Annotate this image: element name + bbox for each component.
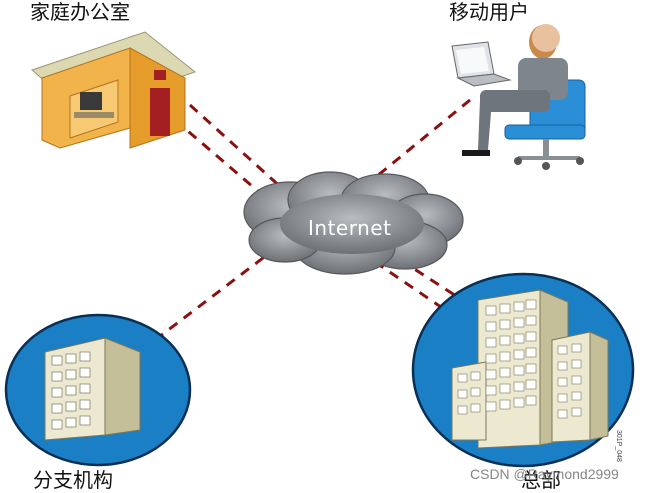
internet-cloud-icon — [243, 171, 464, 275]
figure-code: 301P_048 — [615, 430, 622, 462]
home-office-label: 家庭办公室 — [30, 0, 130, 24]
link-mobile — [359, 98, 471, 192]
internet-label: Internet — [308, 216, 392, 240]
headquarters-label: 总部 — [521, 468, 561, 492]
watermark-text: CSDN @Raymond2999 — [470, 466, 619, 482]
mobile-user-icon — [451, 24, 586, 170]
headquarters-icon — [411, 272, 635, 468]
branch-office-label: 分支机构 — [33, 468, 113, 492]
branch-office-icon — [4, 313, 192, 467]
mobile-user-label: 移动用户 — [449, 0, 529, 24]
home-office-icon — [31, 31, 197, 149]
link-branch — [154, 243, 281, 342]
